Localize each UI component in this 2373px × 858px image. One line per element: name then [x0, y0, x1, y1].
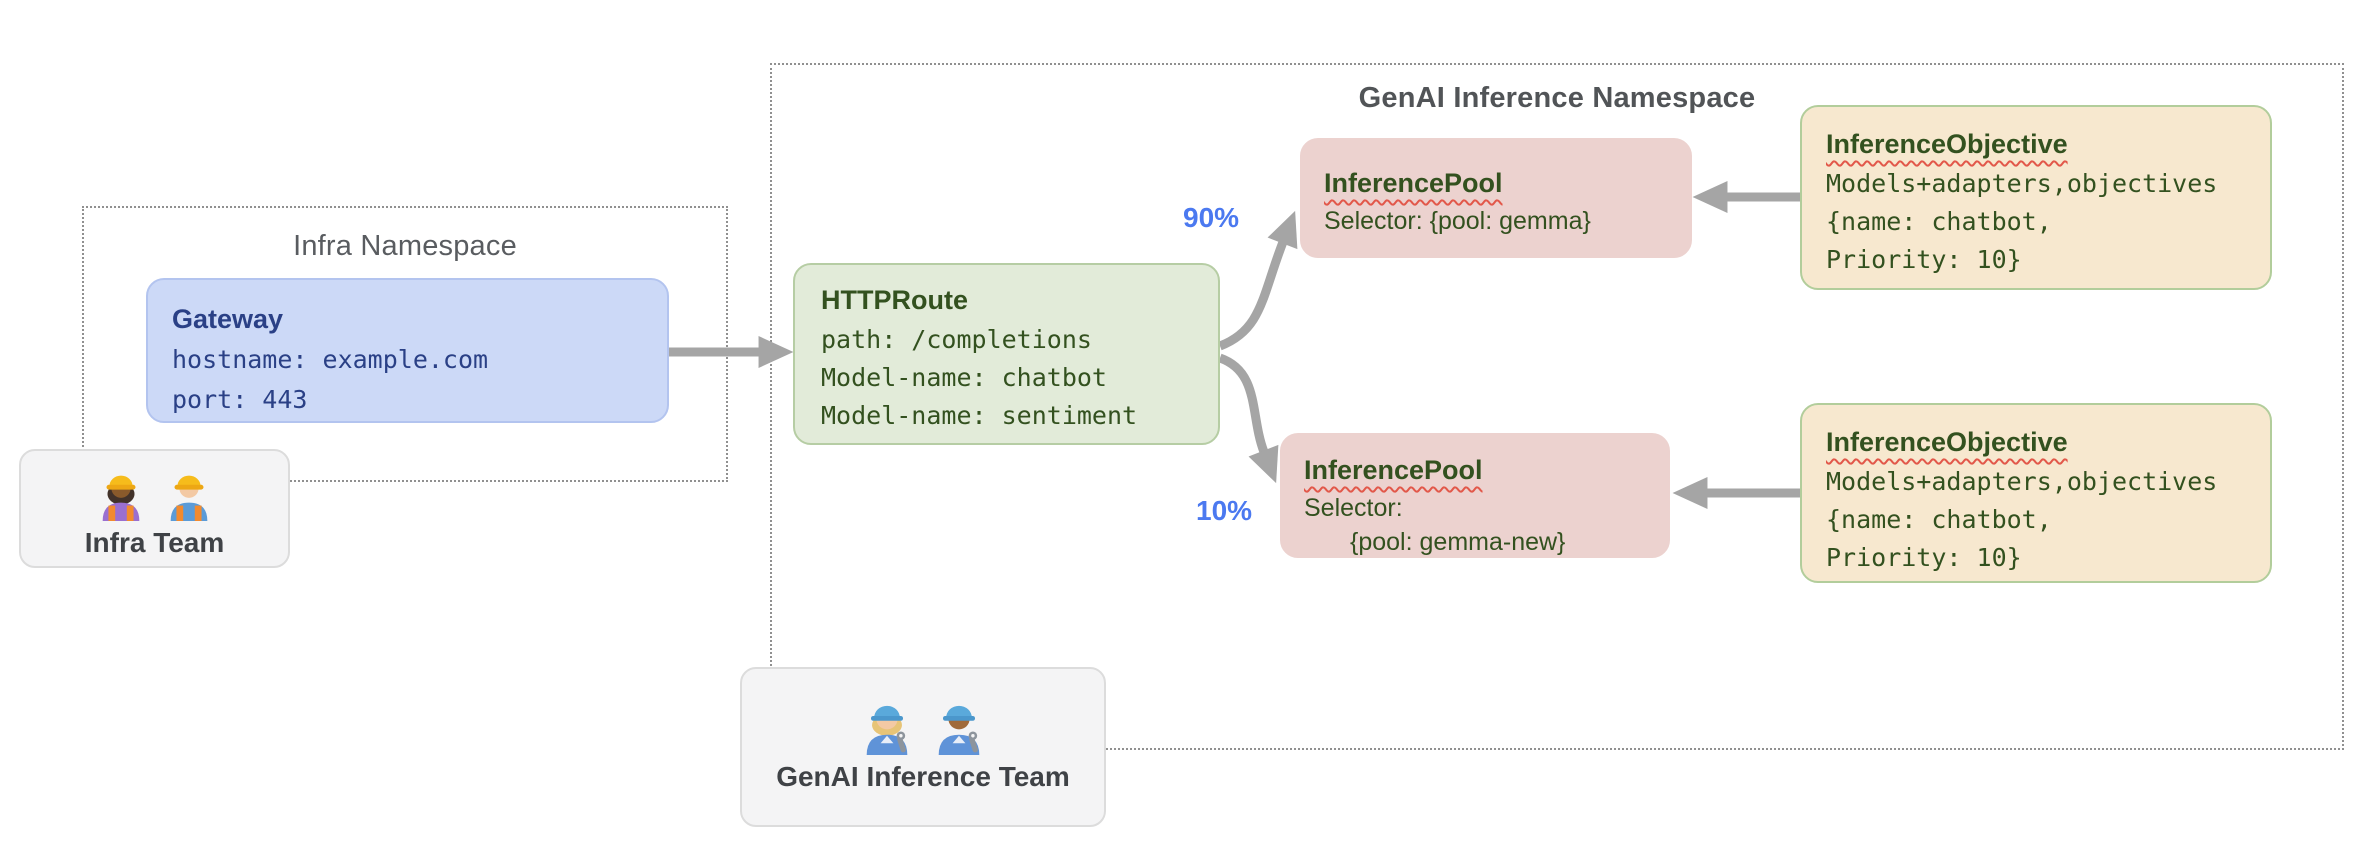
inference-pool-bottom-title: InferencePool [1304, 455, 1483, 485]
woman-construction-worker-icon [102, 475, 139, 521]
httproute-model-chatbot: Model-name: chatbot [821, 363, 1107, 392]
inference-objective-bottom-priority: Priority: 10} [1826, 543, 2022, 572]
inference-pool-bottom-selector-value: {pool: gemma-new} [1350, 528, 1566, 556]
inference-pool-top-selector: Selector: {pool: gemma} [1324, 207, 1591, 235]
infra-team-label: Infra Team [84, 527, 225, 558]
inference-objective-bottom-name: {name: chatbot, [1826, 505, 2052, 534]
inference-objective-top-priority: Priority: 10} [1826, 245, 2022, 274]
inference-objective-top-title: InferenceObjective [1826, 129, 2068, 159]
inference-pool-bottom-selector: Selector: [1304, 494, 1403, 522]
inference-objective-bottom-models: Models+adapters,objectives [1826, 467, 2218, 496]
genai-team-icons [742, 693, 1104, 755]
man-mechanic-icon [938, 705, 980, 755]
gateway-hostname: hostname: example.com [172, 345, 489, 374]
woman-mechanic-icon [866, 705, 908, 755]
traffic-split-10-label: 10% [1196, 495, 1253, 526]
infra-namespace-title: Infra Namespace [293, 230, 517, 262]
man-construction-worker-icon [170, 475, 207, 521]
inference-objective-top-models: Models+adapters,objectives [1826, 169, 2218, 198]
gateway-node: Gateway hostname: example.com port: 443 [146, 278, 669, 423]
gateway-title: Gateway [172, 304, 284, 334]
genai-team-label: GenAI Inference Team [776, 761, 1070, 792]
traffic-split-90-label: 90% [1183, 202, 1240, 233]
inference-objective-bottom-title: InferenceObjective [1826, 427, 2068, 457]
inference-pool-bottom-node: InferencePool Selector: {pool: gemma-new… [1280, 433, 1670, 558]
inference-objective-bottom-node: InferenceObjective Models+adapters,objec… [1800, 403, 2272, 583]
inference-pool-top-title: InferencePool [1324, 168, 1503, 198]
httproute-model-sentiment: Model-name: sentiment [821, 401, 1138, 430]
genai-team-card: GenAI Inference Team [740, 667, 1106, 827]
gateway-port: port: 443 [172, 385, 308, 414]
httproute-title: HTTPRoute [821, 285, 968, 315]
httproute-path: path: /completions [821, 325, 1092, 354]
genai-namespace-title: GenAI Inference Namespace [1358, 82, 1756, 114]
inference-objective-top-node: InferenceObjective Models+adapters,objec… [1800, 105, 2272, 290]
infra-team-card: Infra Team [19, 449, 290, 568]
genai-namespace-box: GenAI Inference Namespace [770, 63, 2344, 750]
infra-namespace-box: Infra Namespace [82, 206, 728, 482]
inference-objective-top-name: {name: chatbot, [1826, 207, 2052, 236]
inference-pool-top-node: InferencePool Selector: {pool: gemma} [1300, 138, 1692, 258]
infra-team-icons [21, 465, 288, 521]
httproute-node: HTTPRoute path: /completions Model-name:… [793, 263, 1220, 445]
